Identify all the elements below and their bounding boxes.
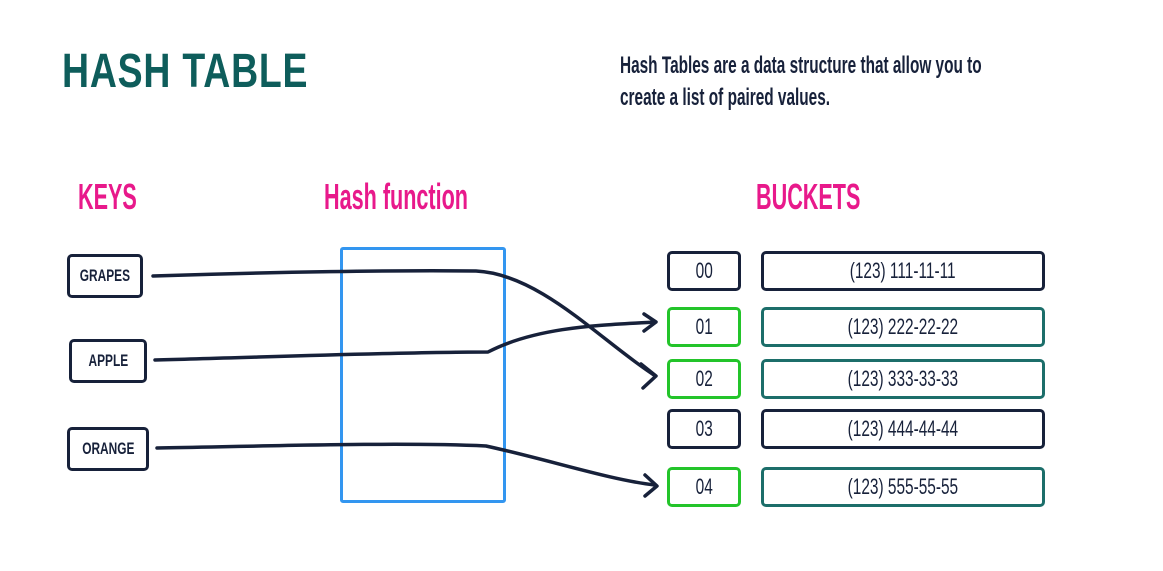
arrowhead-02 [639, 362, 658, 390]
page-title: HASH TABLE [62, 45, 309, 98]
key-label: GRAPES [79, 266, 131, 285]
bucket-index-label: 03 [695, 416, 713, 441]
bucket-index-00: 00 [667, 251, 741, 291]
key-label: APPLE [88, 351, 128, 370]
bucket-index-label: 01 [695, 314, 713, 339]
hash-function-box [340, 247, 506, 503]
bucket-value-04: (123) 555-55-55 [761, 467, 1045, 507]
bucket-index-03: 03 [667, 409, 741, 449]
key-grapes: GRAPES [67, 254, 143, 298]
bucket-index-01: 01 [667, 307, 741, 347]
keys-heading: KEYS [78, 176, 137, 217]
bucket-index-label: 00 [695, 258, 713, 283]
hash-function-heading: Hash function [324, 176, 468, 217]
arrowhead-04 [643, 473, 659, 498]
bucket-value-label: (123) 555-55-55 [847, 474, 959, 499]
description-line-2: create a list of paired values. [620, 84, 831, 111]
arrow-grapes-to-02 [151, 268, 656, 377]
bucket-value-03: (123) 444-44-44 [761, 409, 1045, 449]
description: Hash Tables are a data structure that al… [620, 50, 1004, 114]
arrowhead-01 [642, 312, 658, 333]
bucket-value-label: (123) 111-11-11 [850, 258, 956, 283]
bucket-index-02: 02 [667, 359, 741, 399]
key-orange: ORANGE [67, 427, 149, 471]
bucket-index-04: 04 [667, 467, 741, 507]
bucket-value-label: (123) 333-33-33 [847, 366, 959, 391]
bucket-value-label: (123) 444-44-44 [847, 416, 959, 441]
bucket-index-label: 04 [695, 474, 713, 499]
bucket-value-label: (123) 222-22-22 [847, 314, 959, 339]
bucket-index-label: 02 [695, 366, 713, 391]
bucket-value-02: (123) 333-33-33 [761, 359, 1045, 399]
description-line-1: Hash Tables are a data structure that al… [620, 52, 982, 79]
bucket-value-00: (123) 111-11-11 [761, 251, 1045, 291]
bucket-value-01: (123) 222-22-22 [761, 307, 1045, 347]
key-apple: APPLE [69, 339, 147, 383]
arrow-orange-to-04 [155, 442, 657, 487]
key-label: ORANGE [81, 439, 135, 458]
arrow-apple-to-01 [153, 320, 657, 362]
buckets-heading: BUCKETS [756, 176, 861, 217]
